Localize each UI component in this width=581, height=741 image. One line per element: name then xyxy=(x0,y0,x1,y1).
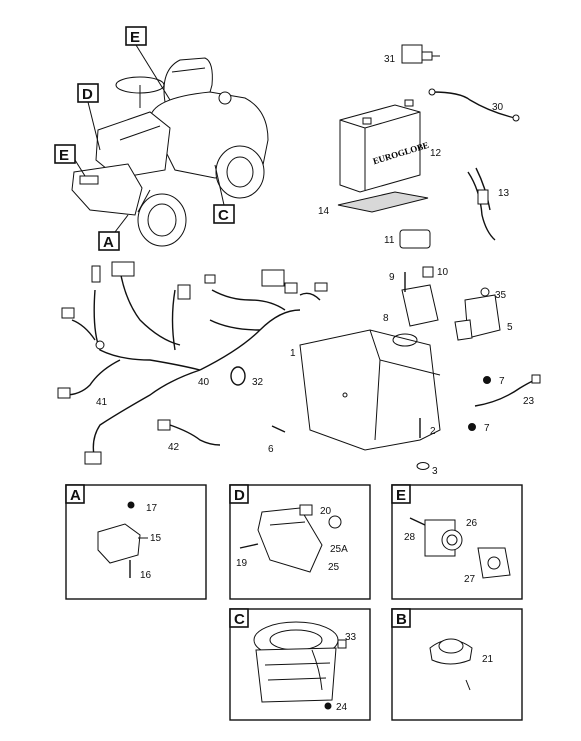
svg-text:A: A xyxy=(70,487,81,504)
part-32-clip xyxy=(230,366,246,386)
callout-a[interactable]: A xyxy=(98,214,129,251)
detail-panel-d: D 20 25A 19 25 xyxy=(229,484,371,600)
part-40-wiring-harness xyxy=(57,261,328,465)
label-10: 10 xyxy=(437,267,449,278)
label-8: 8 xyxy=(383,313,389,324)
label-5: 5 xyxy=(507,322,513,333)
svg-text:D: D xyxy=(234,487,245,504)
label-7b: 7 xyxy=(484,423,490,434)
label-25: 25 xyxy=(328,562,340,573)
part-1-mounting-plate xyxy=(299,329,441,451)
label-32: 32 xyxy=(252,377,264,388)
label-1: 1 xyxy=(290,348,296,359)
svg-text:E: E xyxy=(130,29,140,46)
label-3: 3 xyxy=(432,466,438,477)
part-6-screw xyxy=(271,425,286,433)
part-7-nut-upper xyxy=(483,376,491,384)
detail-panel-c: C 33 24 xyxy=(229,608,371,721)
label-14: 14 xyxy=(318,206,330,217)
label-24: 24 xyxy=(336,702,348,713)
label-41: 41 xyxy=(96,397,108,408)
label-15: 15 xyxy=(150,533,162,544)
label-28: 28 xyxy=(404,532,416,543)
label-42: 42 xyxy=(168,442,180,453)
part-7-nut-lower xyxy=(468,423,476,431)
label-23: 23 xyxy=(523,396,535,407)
label-9: 9 xyxy=(389,272,395,283)
part-23-cable xyxy=(474,374,541,407)
detail-panel-e: E 26 28 27 xyxy=(391,484,523,600)
label-20: 20 xyxy=(320,506,332,517)
label-13: 13 xyxy=(498,188,510,199)
label-16: 16 xyxy=(140,570,152,581)
label-21: 21 xyxy=(482,654,494,665)
label-19: 19 xyxy=(236,558,248,569)
part-8-bracket xyxy=(401,284,439,327)
label-33: 33 xyxy=(345,632,357,643)
detail-panel-b: B 21 xyxy=(391,608,523,721)
label-35: 35 xyxy=(495,290,507,301)
part-12-battery: EUROGLOBE xyxy=(339,99,430,193)
label-6: 6 xyxy=(268,444,274,455)
callout-c[interactable]: C xyxy=(213,164,235,224)
label-7a: 7 xyxy=(499,376,505,387)
label-12: 12 xyxy=(430,148,442,159)
callout-e[interactable]: E xyxy=(54,144,86,177)
svg-text:D: D xyxy=(82,86,93,103)
label-30: 30 xyxy=(492,102,504,113)
label-11: 11 xyxy=(384,235,395,246)
part-30-cable xyxy=(428,88,520,122)
part-14-battery-mat xyxy=(337,191,429,213)
svg-text:C: C xyxy=(218,207,229,224)
svg-text:A: A xyxy=(103,234,114,251)
part-11-cover xyxy=(399,229,431,249)
part-13-strap xyxy=(467,167,496,241)
callout-b[interactable]: E xyxy=(125,26,171,101)
part-3-washer xyxy=(416,462,430,470)
part-35-nut xyxy=(480,287,490,297)
svg-text:B: B xyxy=(396,611,407,628)
callout-d[interactable]: D xyxy=(77,83,101,151)
label-31: 31 xyxy=(384,54,396,65)
svg-text:E: E xyxy=(59,147,69,164)
label-40: 40 xyxy=(198,377,210,388)
part-42-wire xyxy=(157,419,221,446)
label-26: 26 xyxy=(466,518,478,529)
part-5-solenoid xyxy=(454,294,501,341)
riding-mower-illustration xyxy=(71,57,269,247)
part-31-relay xyxy=(401,44,440,64)
label-25a: 25A xyxy=(330,544,348,555)
detail-panel-a: A 17 15 16 xyxy=(65,484,207,600)
svg-text:E: E xyxy=(396,487,406,504)
label-17: 17 xyxy=(146,503,158,514)
label-2: 2 xyxy=(430,426,436,437)
label-27: 27 xyxy=(464,574,476,585)
part-10-fuse xyxy=(422,266,434,278)
svg-text:C: C xyxy=(234,611,245,628)
